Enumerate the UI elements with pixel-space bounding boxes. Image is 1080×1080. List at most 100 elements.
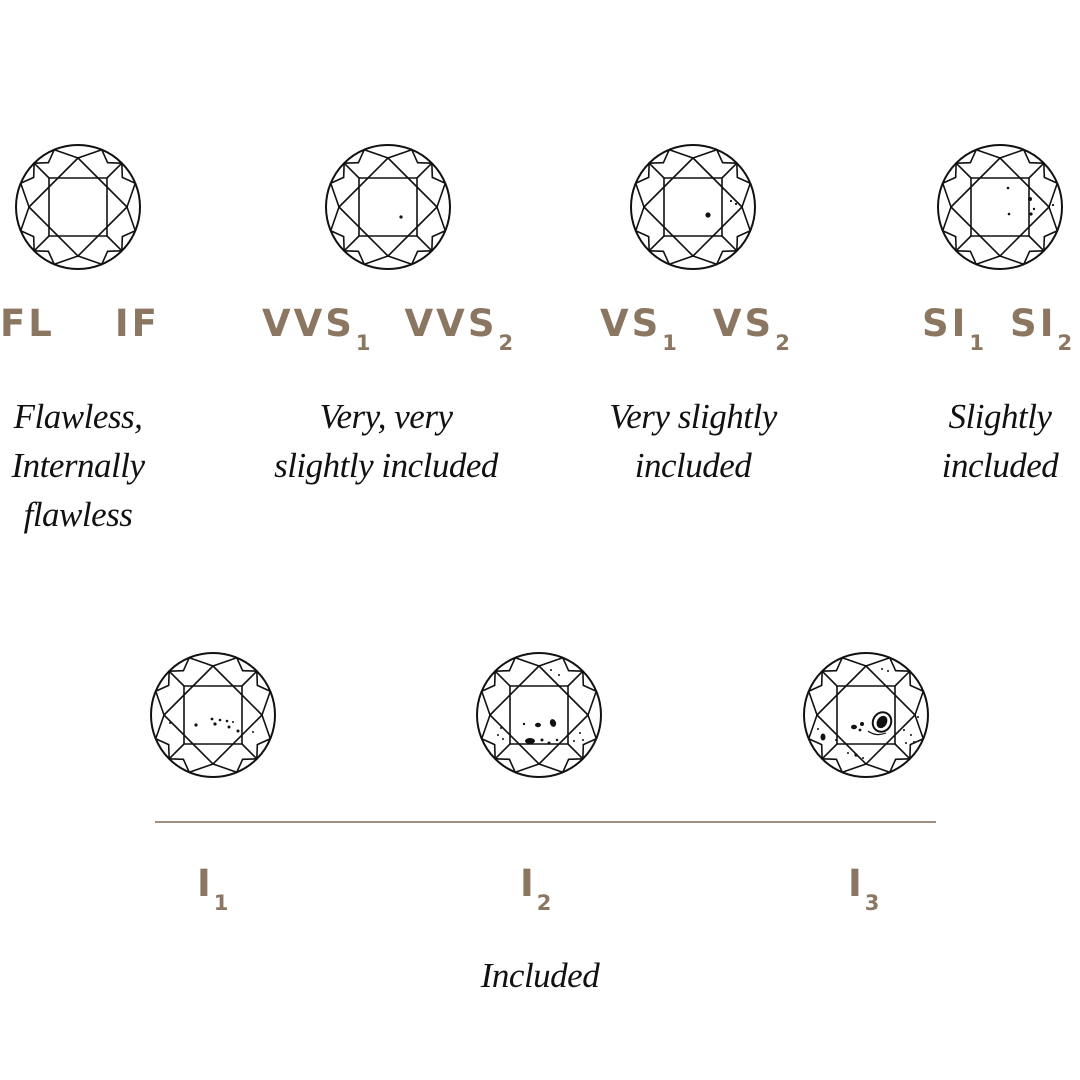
diamond-facet-line	[888, 656, 897, 672]
diamond-facet-line	[807, 690, 818, 716]
diamond-facet-line	[154, 690, 165, 716]
diamond-facet-line	[363, 255, 389, 266]
grade-si2-sub: 2	[1057, 331, 1073, 355]
diamond-i1	[148, 650, 278, 780]
diamond-facet-line	[514, 656, 540, 667]
diamond-facet-line	[865, 714, 916, 765]
diamond-facet-line	[28, 157, 79, 208]
diamond-girdle	[150, 652, 276, 778]
diamond-facet-line	[387, 148, 413, 159]
diamond-facet-line	[154, 714, 165, 740]
diamond-facet-line	[363, 148, 389, 159]
grade-vs1: VS	[600, 302, 662, 345]
diamond-facet-line	[941, 176, 957, 185]
diamond-facet-line	[329, 176, 345, 185]
diamond-facet-line	[821, 743, 838, 760]
diamond-facet-line	[841, 656, 867, 667]
diamond-facet-line	[212, 665, 263, 716]
diamond-facet-line	[634, 229, 650, 238]
diamond-facet-line	[865, 763, 891, 774]
diamond-facet-line	[894, 743, 911, 760]
grade-si1: SI	[922, 302, 969, 345]
diamond-facet-line	[1043, 229, 1059, 238]
diamond-facet-line	[582, 737, 598, 746]
diamond-facet-line	[329, 229, 345, 238]
diamond-facet-line	[182, 656, 191, 672]
diamond-girdle	[803, 652, 929, 778]
description-line: Flawless,	[13, 397, 143, 436]
diamond-facet-line	[329, 206, 340, 232]
diamond-facet-line	[212, 714, 263, 765]
description-vvs: Very, very slightly included	[256, 392, 516, 490]
diamond-facet-line	[19, 182, 30, 208]
grade-vvs2: VVS	[404, 302, 498, 345]
diamond-facet-line	[53, 148, 79, 159]
divider-line	[155, 821, 936, 823]
diamond-facet-line	[121, 229, 137, 238]
description-line: Very slightly	[609, 397, 777, 436]
diamond-facet-line	[235, 758, 244, 774]
diamond-facet-line	[188, 763, 214, 774]
diamond-facet-line	[256, 684, 272, 693]
diamond-facet-line	[587, 690, 598, 716]
round-brilliant-diamond-icon	[15, 144, 141, 270]
diamond-facet-line	[494, 743, 511, 760]
diamond-facet-line	[975, 148, 1001, 159]
diamond-facet-line	[154, 737, 170, 746]
diamond-facet-line	[212, 763, 238, 774]
diamond-facet-line	[431, 176, 447, 185]
diamond-facet-line	[33, 235, 50, 252]
grade-fl: FL	[0, 302, 55, 345]
diamond-facet-line	[235, 656, 244, 672]
diamond-facet-line	[256, 737, 272, 746]
diamond-facet-line	[538, 714, 589, 765]
diamond-facet-line	[416, 162, 433, 179]
diamond-girdle	[15, 144, 141, 270]
diamond-facet-line	[835, 656, 844, 672]
description-line: flawless	[23, 495, 133, 534]
diamond-facet-line	[668, 255, 694, 266]
diamond-facet-line	[950, 157, 1001, 208]
round-brilliant-diamond-icon	[937, 144, 1063, 270]
description-vs: Very slightly included	[563, 392, 823, 490]
diamond-facet-line	[508, 758, 517, 774]
diamond-facet-line	[692, 148, 718, 159]
diamond-facet-line	[357, 250, 366, 266]
description-line: included	[634, 446, 752, 485]
description-included: Included	[480, 956, 600, 995]
diamond-facet-line	[387, 206, 438, 257]
diamond-facet-line	[343, 235, 360, 252]
diamond-facet-line	[329, 182, 340, 208]
diamond-facet-line	[643, 157, 694, 208]
diamond-facet-line	[1028, 235, 1045, 252]
diamond-girdle	[630, 144, 756, 270]
diamond-facet-line	[821, 670, 838, 687]
diamond-facet-line	[28, 206, 79, 257]
diamond-facet-line	[736, 229, 752, 238]
diamond-facet-line	[261, 690, 272, 716]
diamond-facet-line	[33, 162, 50, 179]
grade-i2-sub: 2	[536, 891, 552, 915]
grade-i1-base: I	[197, 862, 211, 905]
diamond-vs	[628, 142, 758, 272]
diamond-si	[935, 142, 1065, 272]
diamond-facet-line	[494, 670, 511, 687]
diamond-facet-line	[741, 206, 752, 232]
diamond-facet-line	[888, 758, 897, 774]
diamond-facet-line	[480, 684, 496, 693]
diamond-facet-line	[999, 206, 1050, 257]
diamond-facet-line	[126, 206, 137, 232]
diamond-facet-line	[241, 670, 258, 687]
grade-si2: SI	[1010, 302, 1057, 345]
diamond-facet-line	[77, 148, 103, 159]
diamond-facet-line	[648, 162, 665, 179]
diamond-facet-line	[721, 162, 738, 179]
description-fl-if: Flawless, Internally flawless	[0, 392, 208, 539]
description-line: Very, very	[319, 397, 453, 436]
diamond-facet-line	[343, 162, 360, 179]
diamond-facet-line	[241, 743, 258, 760]
diamond-facet-line	[77, 157, 128, 208]
diamond-facet-line	[163, 714, 214, 765]
